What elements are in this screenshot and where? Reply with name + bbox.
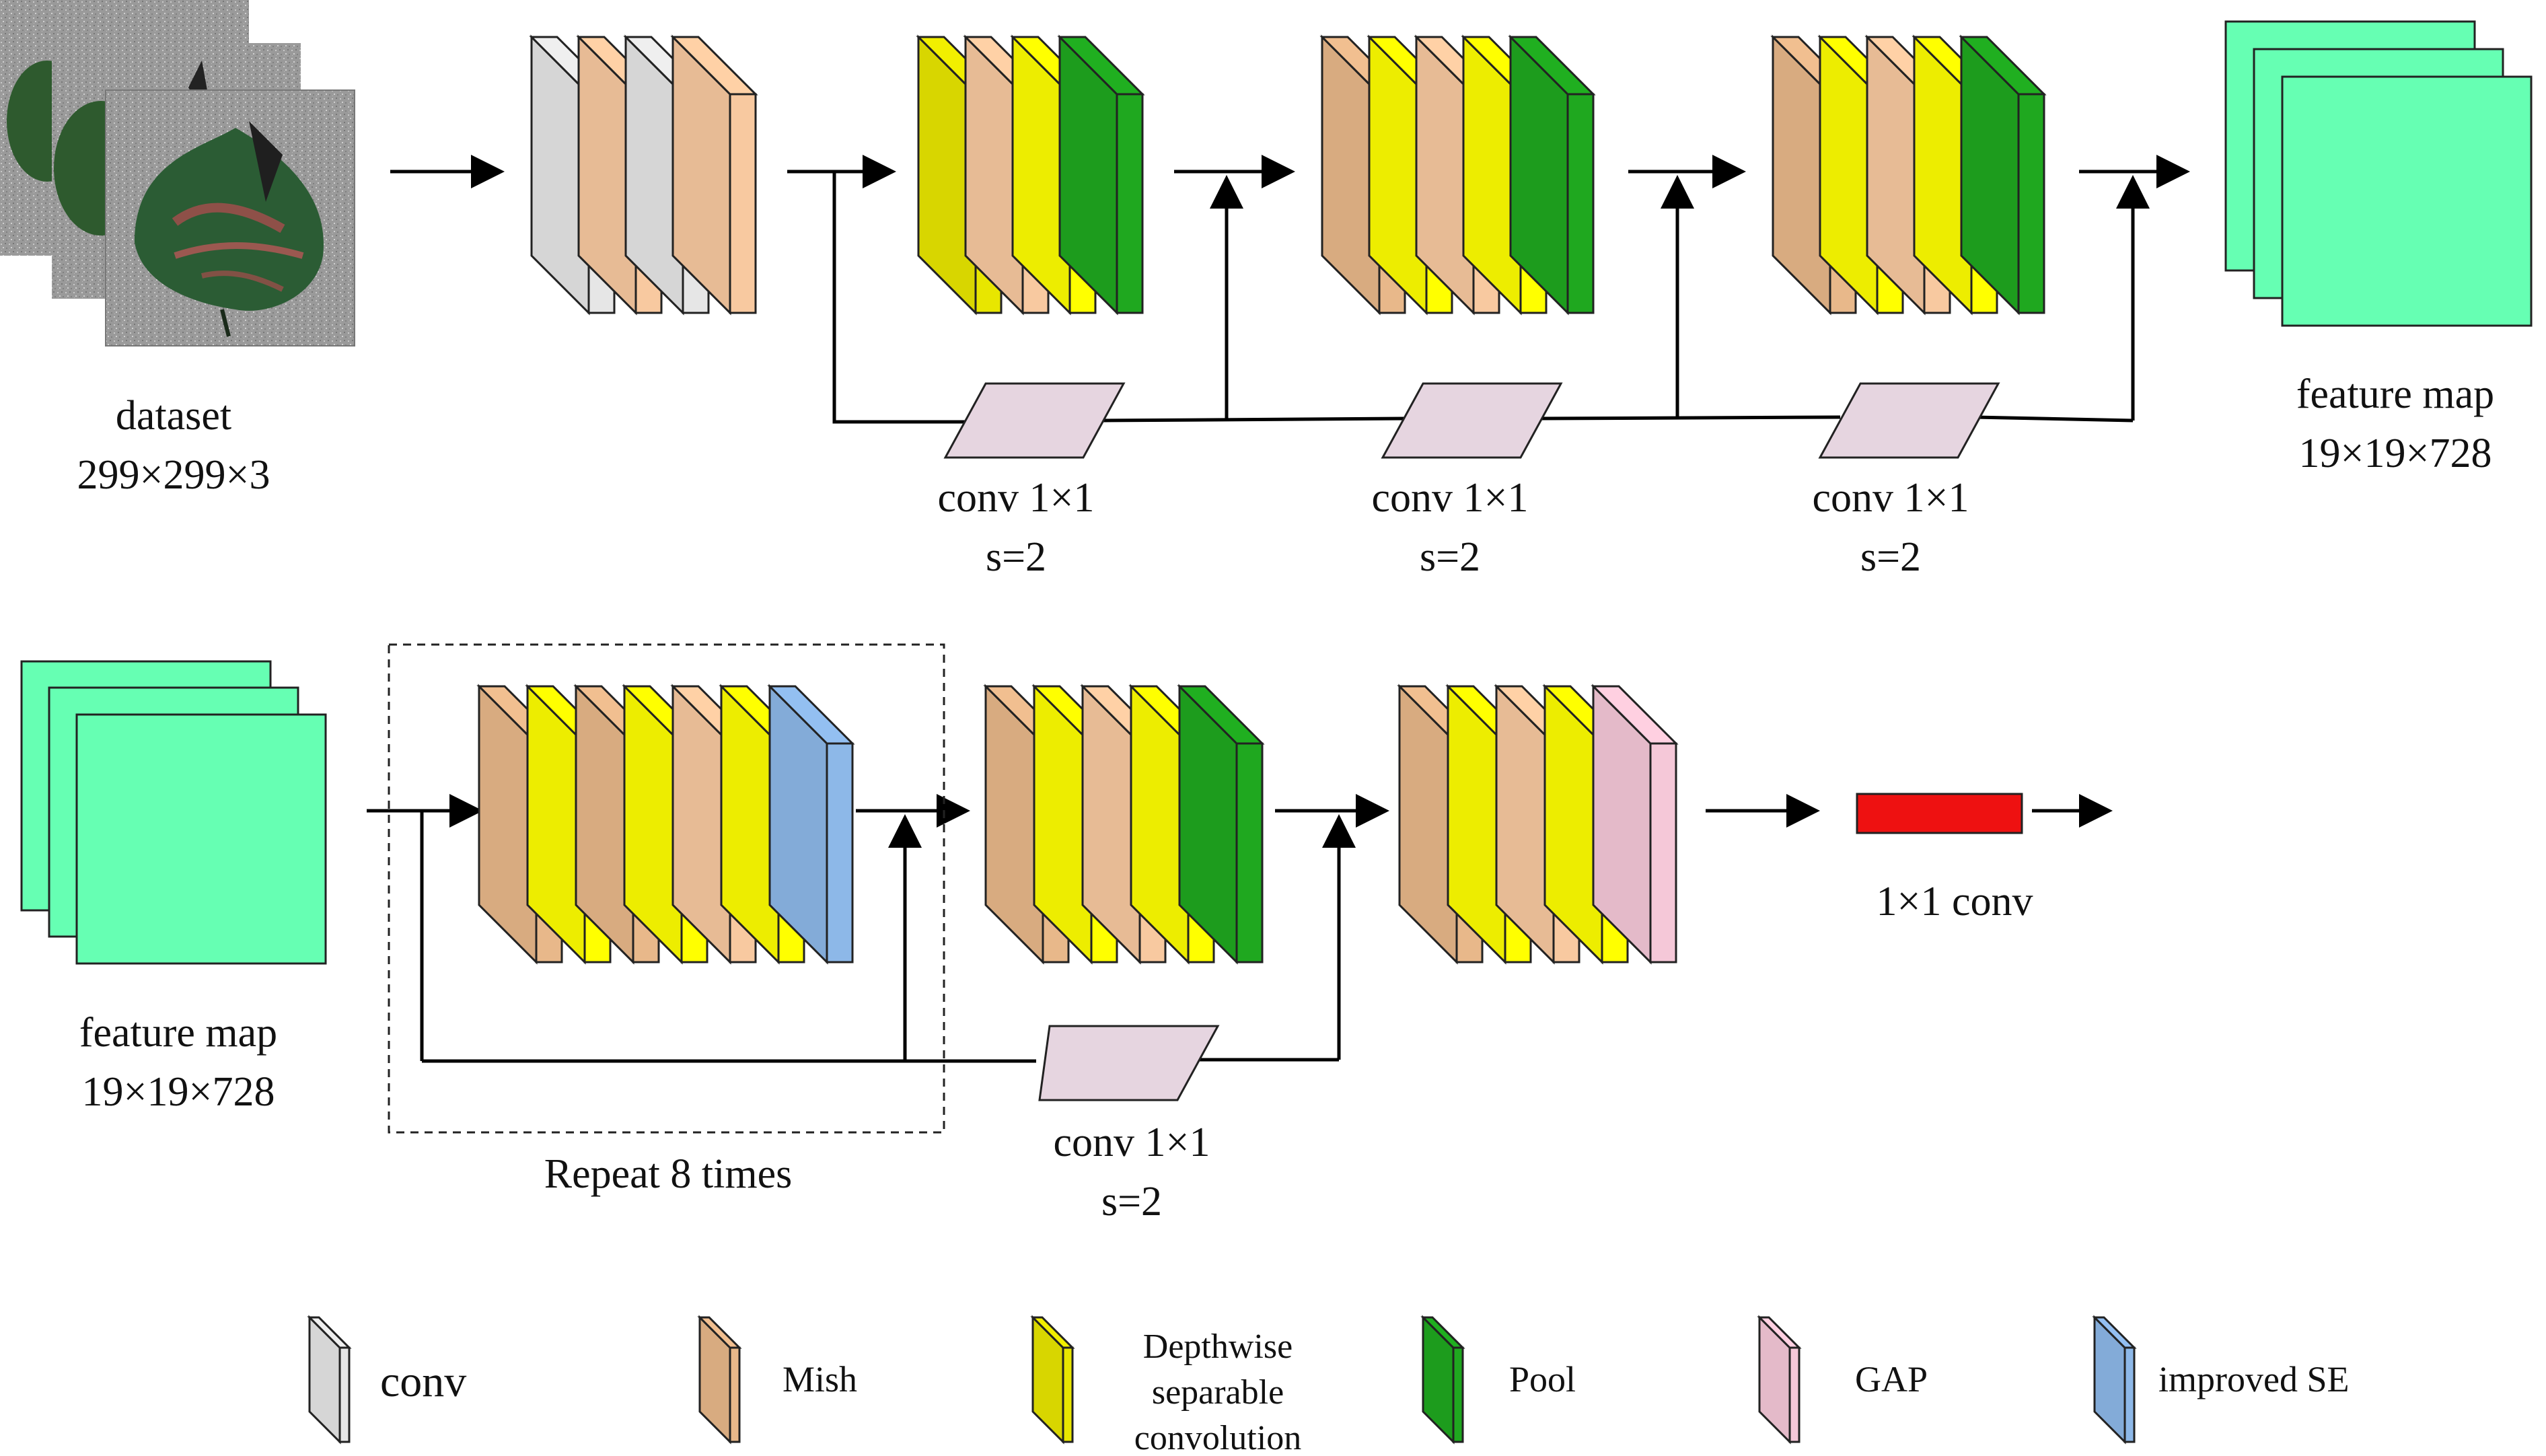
feature-map-bottom-dims: 19×19×728 — [82, 1069, 275, 1115]
block-final-layer-5 — [1591, 684, 1679, 965]
block-stage-2-layer-5 — [1508, 34, 1596, 316]
legend-se-label: improved SE — [2158, 1359, 2349, 1399]
legend — [307, 1315, 2137, 1445]
shortcut-conv-1-stride: s=2 — [986, 534, 1046, 580]
legend-mish-swatch — [697, 1315, 742, 1445]
legend-depthwise-line2: separable — [1152, 1373, 1284, 1412]
legend-depthwise-swatch — [1030, 1315, 1075, 1445]
final-conv-label: 1×1 conv — [1877, 879, 2033, 924]
shortcut-conv-2 — [1381, 382, 1563, 459]
feature-map-top — [2224, 20, 2533, 327]
feature-map-bottom-label: feature map — [79, 1010, 277, 1056]
repeat-label: Repeat 8 times — [544, 1151, 792, 1197]
repeat-box — [388, 643, 945, 1134]
shortcut-conv-2-stride: s=2 — [1420, 534, 1480, 580]
legend-pool-swatch — [1420, 1315, 1465, 1445]
legend-depthwise-line1: Depthwise — [1143, 1327, 1293, 1366]
legend-depthwise-line3: convolution — [1134, 1419, 1301, 1456]
block-stage-1-layer-4 — [1057, 34, 1145, 316]
layer-blocks — [476, 34, 2047, 965]
shortcut-conv-3 — [1818, 382, 2000, 459]
shortcut-conv-1 — [943, 382, 1126, 459]
legend-gap-swatch — [1757, 1315, 1802, 1445]
block-middle-layer-7 — [767, 684, 855, 965]
shortcut-conv-2-label: conv 1×1 — [1372, 475, 1529, 521]
shortcut-conv-3-label: conv 1×1 — [1813, 475, 1969, 521]
shortcut-conv-4 — [1038, 1025, 1220, 1101]
dataset-image-3 — [105, 89, 355, 347]
block-stage-3-layer-5 — [1959, 34, 2047, 316]
main-flow-arrows — [367, 155, 2190, 1063]
feature-map-top-label: feature map — [2296, 371, 2494, 417]
legend-se-swatch — [2092, 1315, 2137, 1445]
legend-mish-label: Mish — [783, 1359, 857, 1399]
block-entry-layer-4 — [670, 34, 758, 316]
shortcut-conv-3-stride: s=2 — [1860, 534, 1921, 580]
shortcut-conv-1-label: conv 1×1 — [938, 475, 1095, 521]
legend-conv-swatch — [307, 1315, 352, 1445]
legend-gap-label: GAP — [1855, 1359, 1928, 1399]
dataset-images — [0, 0, 355, 347]
dataset-dims: 299×299×3 — [77, 452, 270, 498]
feature-map-top-dims: 19×19×728 — [2299, 431, 2492, 476]
shortcut-conv-4-label: conv 1×1 — [1054, 1120, 1210, 1165]
dataset-label: dataset — [116, 393, 231, 439]
legend-conv-label: conv — [380, 1357, 466, 1406]
final-conv-box — [1856, 793, 2023, 834]
block-exit-layer-5 — [1177, 684, 1265, 965]
feature-map-bottom — [20, 660, 327, 965]
shortcut-conv-4-stride: s=2 — [1101, 1179, 1162, 1225]
legend-pool-label: Pool — [1509, 1359, 1576, 1399]
